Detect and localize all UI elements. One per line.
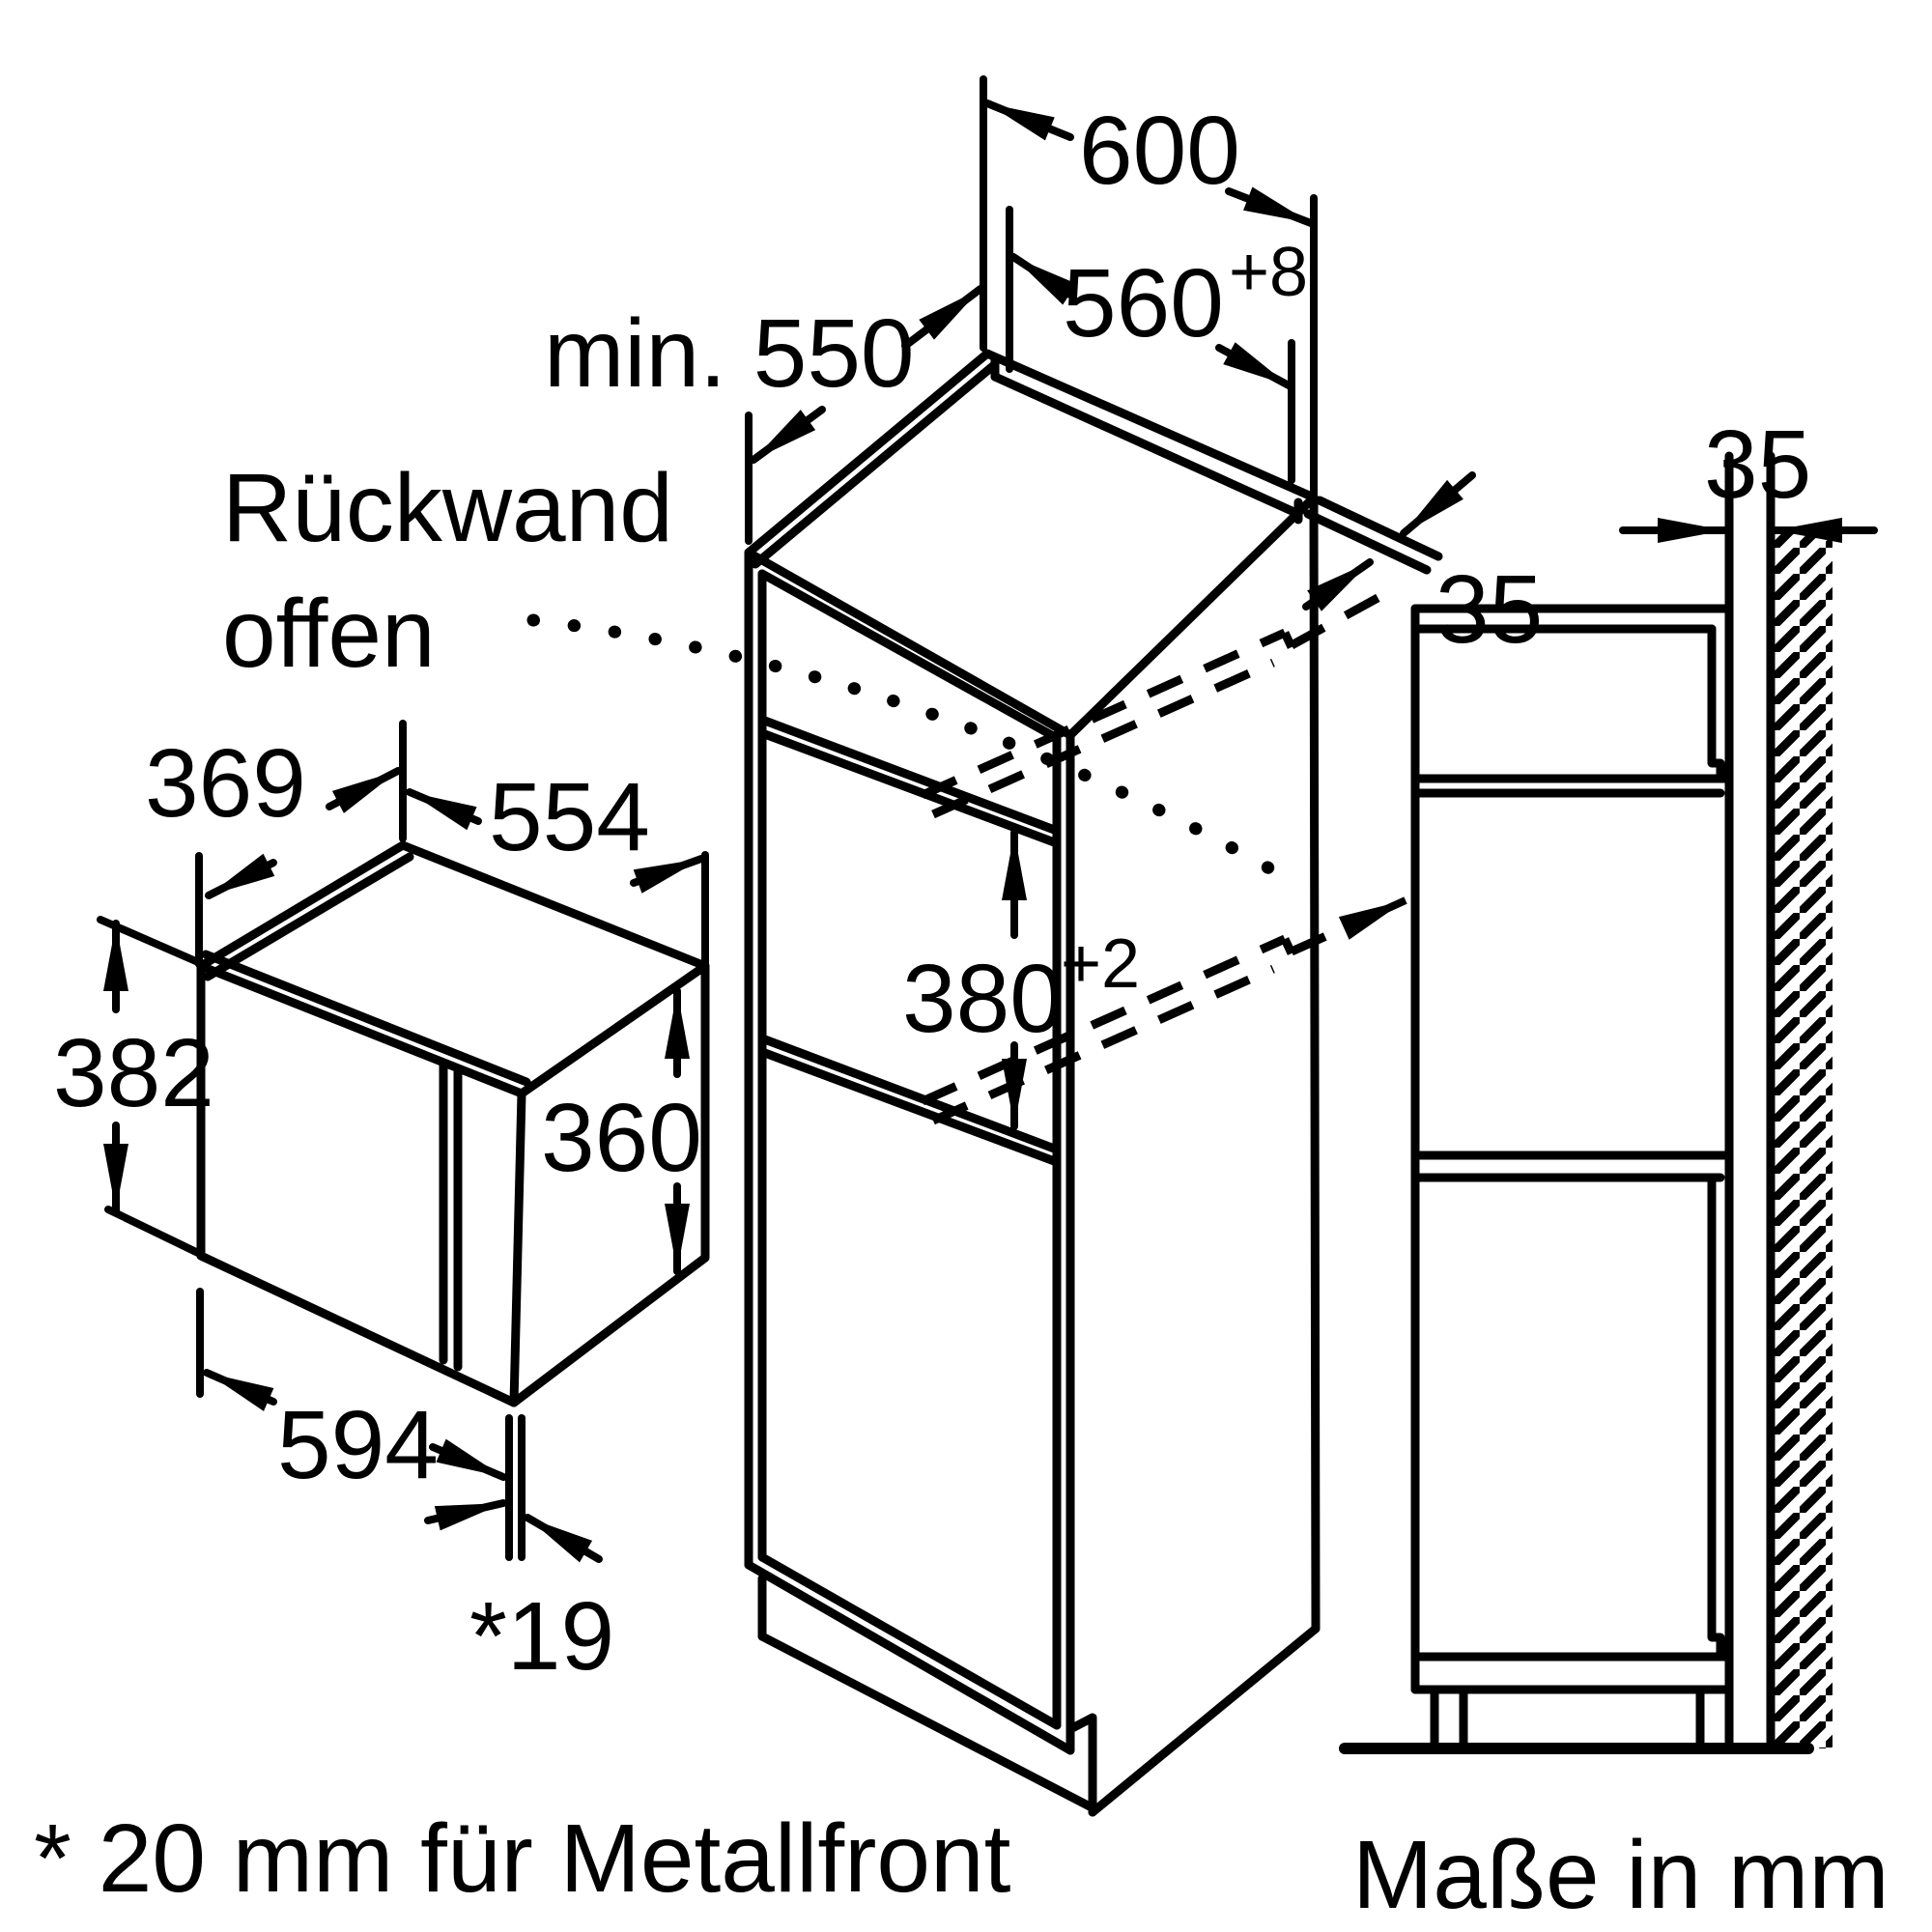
- arrow-35top-lower: [1302, 558, 1374, 611]
- label-cabinet-width: 600: [1079, 97, 1240, 205]
- cabinet-floor-edge: [757, 1552, 1062, 1730]
- cabinet-rear-strip-inner: [1303, 509, 1432, 575]
- microwave-drawing: [196, 840, 710, 1407]
- label-wall-gap: 35: [1704, 411, 1811, 519]
- arrow-594-left: [203, 1369, 277, 1411]
- cabinet-top-panel-inner: [757, 569, 1062, 743]
- arrow-369-left: [205, 853, 277, 899]
- arrow-554-left: [406, 788, 482, 831]
- hidden-shelf1-bottom: [931, 658, 1275, 819]
- cabinet-dimensions: [745, 75, 1476, 1130]
- microwave-side-face: [509, 961, 710, 1407]
- cabinet-side-bottom-edge: [1088, 1624, 1321, 1817]
- cabinet-drawing: [744, 349, 1443, 1817]
- side-view-drawing: [1339, 451, 1833, 1754]
- label-niche-height-tolerance: +2: [1061, 925, 1140, 1003]
- label-mw-depth: 369: [145, 729, 306, 838]
- hidden-shelf1-tail: [1289, 582, 1402, 649]
- arrow-35top-upper: [1400, 471, 1476, 537]
- microwave-top-face-inner-left-edge: [203, 852, 414, 981]
- arrow-19-left: [424, 1499, 507, 1531]
- hidden-shelf1-top: [921, 628, 1287, 800]
- sv-back-panel-bottom: [1707, 1173, 1725, 1660]
- label-niche-height: 380: [902, 945, 1064, 1053]
- label-mw-top-width: 554: [489, 763, 650, 871]
- hidden-shelf2-step: [1280, 937, 1296, 955]
- label-metal-front-note: * 20 mm für Metallfront: [34, 1804, 1011, 1913]
- cabinet-shelf2-top: [757, 1034, 1062, 1154]
- cabinet-front-bottom-edge: [744, 1560, 1075, 1755]
- label-mw-height-right: 360: [541, 1084, 702, 1192]
- microwave-front-face: [196, 961, 526, 1407]
- label-mw-front-width: 594: [277, 1391, 439, 1499]
- arrow-560-right: [1215, 342, 1293, 389]
- label-niche-width-tolerance: +8: [1229, 234, 1308, 311]
- microwave-dimensions: [97, 720, 709, 1563]
- hidden-shelf2-arrow: [1338, 896, 1407, 940]
- cabinet-shelf1-top: [757, 715, 1062, 836]
- arrow-19-right: [524, 1514, 603, 1563]
- cabinet-hidden-shelves: [921, 582, 1402, 1125]
- arrow-550-right: [901, 285, 984, 350]
- cabinet-rear-strip-outer: [1315, 496, 1443, 561]
- hidden-shelf2-bottom: [931, 964, 1275, 1125]
- label-units-note: Maße in mm: [1352, 1821, 1889, 1929]
- cabinet-shelf1-bottom: [757, 728, 1062, 848]
- label-mw-front-overhang: *19: [469, 1582, 614, 1690]
- arrow-550-left: [750, 406, 826, 464]
- arrow-554-right: [630, 855, 705, 894]
- cabinet-top-face-inner-left-edge: [751, 360, 999, 569]
- hidden-shelf1-step: [1280, 631, 1296, 649]
- arrow-594-right: [429, 1438, 507, 1481]
- arrow-369-right: [326, 767, 402, 813]
- cabinet-plinth-bottom-edge: [757, 1632, 1094, 1811]
- microwave-top-face-inner-front-edge: [201, 950, 531, 1087]
- cabinet-back-rail-inner: [990, 372, 1303, 519]
- sv-back-panel-top: [1707, 624, 1725, 783]
- ext-line-382-bottom: [104, 1206, 202, 1257]
- label-back-panel-note-line2: offen: [222, 580, 436, 688]
- wall-hatching: [1775, 526, 1833, 1748]
- arrow-600-left: [983, 99, 1074, 141]
- arrow-600-right: [1225, 186, 1315, 227]
- cabinet-back-right-edge: [1309, 493, 1321, 1634]
- cabinet-side-front-lower-edge: [1065, 1713, 1097, 1817]
- hidden-shelf2-top: [921, 934, 1287, 1106]
- label-back-panel-note-line1: Rückwand: [222, 454, 673, 562]
- label-niche-width: 560: [1063, 249, 1224, 357]
- sv-back-leg: [1695, 1685, 1734, 1753]
- cabinet-shelf2-bottom: [757, 1047, 1062, 1167]
- label-cabinet-min-depth: min. 550: [544, 299, 915, 408]
- label-rear-gap: 35: [1435, 555, 1543, 664]
- label-mw-height-left: 382: [53, 1019, 214, 1127]
- sv-front-leg: [1430, 1685, 1468, 1753]
- arrow-560-left: [1009, 253, 1077, 305]
